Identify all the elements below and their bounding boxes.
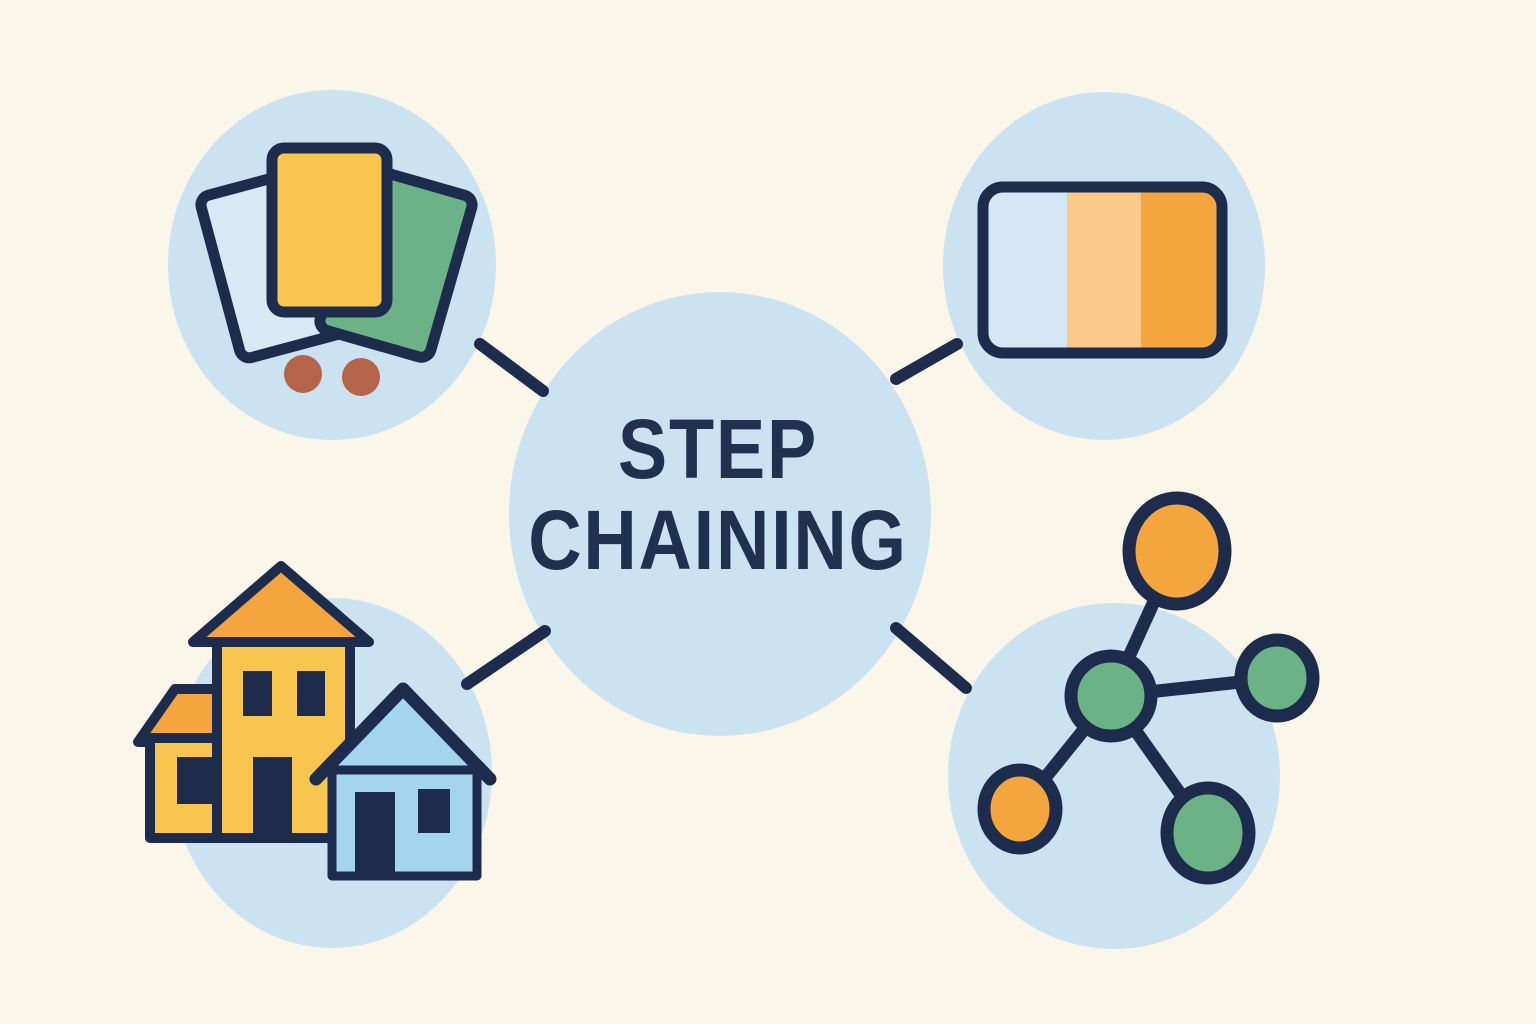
yellow-house-window-2: [297, 671, 325, 716]
yellow-house-door: [253, 757, 292, 838]
connector-bottom-right: [890, 622, 972, 694]
connector-lines: [461, 338, 972, 694]
stripe-light-orange: [1067, 187, 1141, 353]
node-green-bottom-right: [1160, 781, 1256, 885]
bubble-center: [509, 292, 931, 736]
node-green-center: [1064, 649, 1158, 743]
houses-icon: [133, 561, 497, 881]
blue-house-wall: [327, 765, 482, 881]
node-green-right: [1234, 633, 1320, 723]
connector-top-right: [890, 338, 963, 385]
stripe-blue: [983, 187, 1067, 353]
card-yellow: [266, 142, 393, 318]
blue-house-gable: [324, 690, 484, 770]
blue-house-window: [418, 789, 450, 833]
node-orange-top: [1122, 491, 1232, 611]
connector-top-left: [474, 338, 549, 397]
dot-right: [342, 358, 380, 396]
blue-house-roof: [309, 682, 497, 786]
card-stack-icon: [195, 142, 478, 396]
network-graph-icon: [977, 491, 1320, 885]
stripe-orange: [1141, 187, 1222, 353]
yellow-house-window-1: [243, 671, 272, 716]
node-orange-bottom-left: [977, 763, 1063, 855]
yellow-house-roof: [188, 561, 374, 647]
center-title-line2: CHAINING: [528, 493, 908, 587]
annex-window: [177, 757, 215, 804]
center-title-line1: STEP: [617, 402, 819, 496]
striped-card-border: [977, 181, 1228, 359]
center-title: STEP CHAINING: [528, 404, 908, 586]
dot-left: [284, 355, 322, 393]
connector-bottom-left: [461, 625, 551, 690]
striped-card-icon: [977, 181, 1228, 359]
blue-house-door: [355, 792, 395, 876]
